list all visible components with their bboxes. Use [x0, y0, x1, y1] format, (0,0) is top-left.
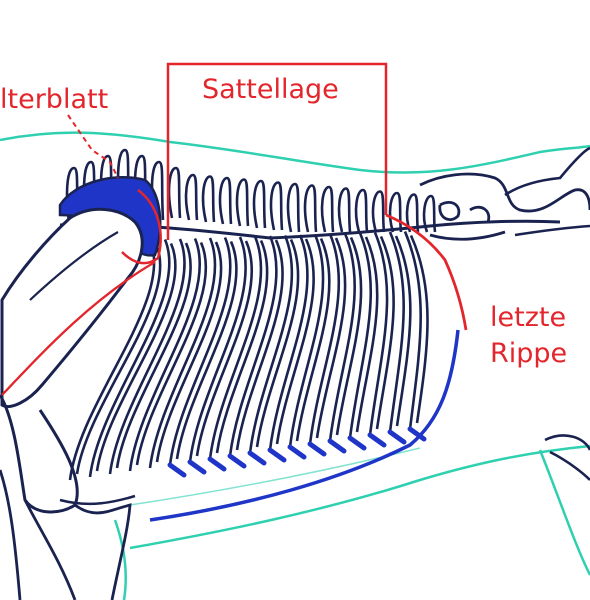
rib — [208, 236, 263, 460]
rib — [268, 234, 309, 451]
scapula-red-edge — [1, 261, 156, 396]
vertebral-spine — [269, 181, 284, 231]
costal-cartilage-tip — [267, 447, 287, 463]
rib-inner — [409, 234, 429, 424]
scapula-spine — [29, 231, 119, 301]
rib — [328, 233, 356, 442]
rib — [403, 231, 422, 430]
hindlimb-bones — [544, 434, 590, 481]
costal-cartilage-tip — [387, 429, 407, 445]
vertebral-spine — [218, 176, 233, 225]
costal-cartilage-tip — [407, 426, 427, 442]
rib — [68, 239, 156, 481]
vertebral-spine — [286, 182, 301, 233]
costal-cartilage-tip — [307, 441, 327, 457]
rib-inner — [75, 243, 162, 475]
rib — [388, 231, 405, 433]
ribs — [68, 231, 429, 481]
vertebral-spine — [371, 190, 386, 233]
rib — [228, 235, 278, 457]
costal-cartilage-tip — [327, 438, 347, 454]
costal-cartilage-tip — [347, 435, 367, 451]
rib-inner — [115, 242, 192, 469]
lumbar-vertebrae — [419, 172, 590, 241]
belly-outline — [129, 444, 590, 550]
rib — [348, 232, 373, 439]
label-shoulder-blade: lterblatt — [0, 84, 109, 115]
vertebral-spine — [320, 185, 335, 233]
costal-cartilage-tip — [247, 450, 267, 466]
rib — [288, 234, 325, 448]
pelvis-outline — [504, 146, 590, 237]
costal-cartilage-tip — [227, 453, 247, 469]
foreleg-outline — [113, 519, 127, 600]
rib — [188, 236, 247, 463]
hindleg-outline — [538, 449, 590, 576]
costal-cartilage-tip — [207, 456, 227, 472]
rib-inner — [215, 239, 269, 454]
vertebral-spine — [252, 179, 267, 229]
costal-cartilage-tip — [167, 462, 187, 478]
label-last-rib-line1: letzte — [490, 302, 567, 333]
rib-inner — [315, 237, 347, 439]
scapula — [0, 207, 144, 408]
rib-inner — [394, 235, 412, 427]
vertebral-spine — [201, 175, 216, 223]
forelimb-bones — [0, 469, 132, 600]
back-outline — [0, 131, 590, 174]
rib — [128, 238, 202, 472]
rib — [168, 237, 232, 466]
rib — [148, 237, 217, 469]
label-last-rib-line2: Rippe — [490, 338, 568, 369]
rib-inner — [155, 241, 223, 463]
vertebral-spine — [388, 191, 403, 233]
rib-inner — [295, 237, 331, 442]
costal-cartilage-tip — [287, 444, 307, 460]
rib-inner — [375, 235, 395, 430]
costal-cartilage-tip — [367, 432, 387, 448]
costal-arch — [149, 329, 460, 522]
vertebral-spine — [303, 184, 318, 233]
rib-inner — [135, 241, 208, 466]
rib — [108, 238, 186, 475]
vertebral-spine — [354, 188, 369, 233]
scapula-leader — [67, 114, 119, 179]
vertebral-spine — [184, 173, 199, 221]
vertebral-spine — [337, 187, 352, 233]
rib — [308, 233, 341, 445]
rib-inner — [195, 240, 254, 457]
rib — [368, 232, 389, 436]
costal-cartilage-tip — [187, 459, 207, 475]
vertebral-spine — [235, 178, 250, 227]
scapula-marker — [121, 189, 162, 265]
rib-inner — [355, 236, 379, 433]
rib — [88, 239, 171, 478]
rib — [248, 235, 294, 454]
vertebral-spine — [422, 194, 437, 233]
saddle-area-box — [166, 62, 388, 240]
rib-inner — [255, 238, 300, 448]
costal-cartilage — [167, 426, 427, 478]
label-saddle-area: Sattellage — [202, 74, 339, 105]
rib-inner — [275, 238, 315, 445]
sternum — [59, 494, 136, 506]
rib-inner — [335, 236, 363, 436]
humerus — [0, 394, 79, 514]
rib-inner — [175, 240, 238, 460]
vertebral-spine — [167, 166, 182, 219]
vertebral-spine — [405, 193, 420, 233]
last-rib-marker — [385, 213, 468, 331]
rib-inner — [95, 242, 177, 472]
rib-inner — [235, 239, 284, 451]
